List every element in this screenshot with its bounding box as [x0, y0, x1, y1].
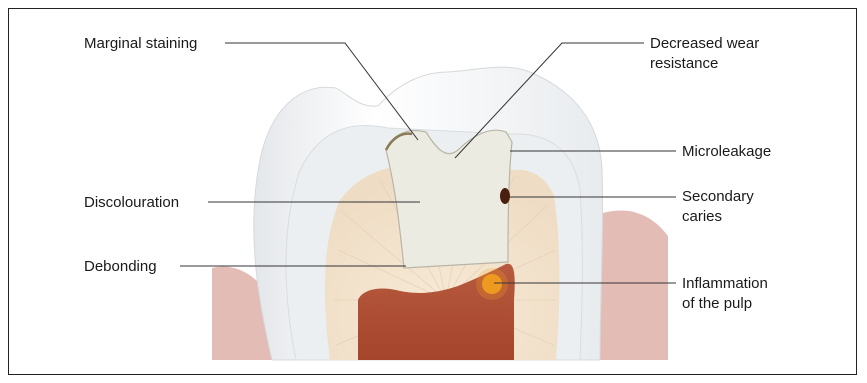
label-discolouration: Discolouration: [84, 193, 179, 212]
label-secondary-caries-line2: caries: [682, 207, 722, 226]
label-decreased-wear-line2: resistance: [650, 54, 718, 73]
label-inflammation-line1: Inflammation: [682, 274, 768, 293]
inflammation-glow: [476, 268, 508, 300]
label-microleakage: Microleakage: [682, 142, 771, 161]
secondary-caries-lesion: [500, 188, 510, 204]
label-inflammation-line2: of the pulp: [682, 294, 752, 313]
gum-tissue-right: [600, 211, 668, 360]
label-marginal-staining: Marginal staining: [84, 34, 197, 53]
label-debonding: Debonding: [84, 257, 157, 276]
label-secondary-caries-line1: Secondary: [682, 187, 754, 206]
label-decreased-wear-line1: Decreased wear: [650, 34, 759, 53]
